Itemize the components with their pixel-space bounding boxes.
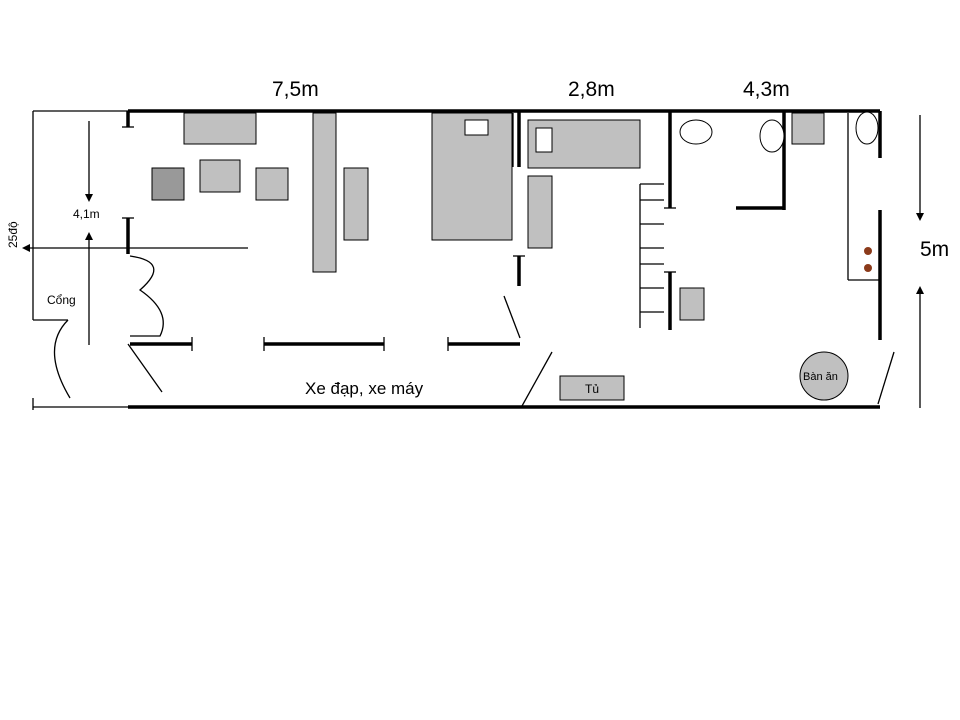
width-arrowhead-down (916, 213, 924, 221)
front-long-shelf (312, 112, 337, 273)
stove-burner-2 (864, 264, 872, 272)
width-arrowhead-up (916, 286, 924, 294)
kitchen-sink (855, 111, 879, 145)
rear-door-line (877, 351, 895, 405)
bath-cabinet (791, 112, 825, 145)
depth-arrowhead-up (85, 232, 93, 240)
middle-door-line (503, 295, 521, 339)
front-lower-door-line (127, 343, 163, 393)
cabinet-box (559, 375, 625, 401)
front-stool (151, 167, 185, 201)
dining-table-label: Bàn ăn (803, 371, 838, 383)
front-table (199, 159, 241, 193)
angle-label: 25độ (6, 221, 20, 248)
washbasin (679, 119, 713, 145)
desk-item (535, 127, 553, 153)
rear-length-label: 4,3m (743, 78, 790, 101)
bottom-diagonal-line (521, 351, 553, 407)
front-door-swing (129, 255, 164, 337)
middle-length-label: 2,8m (568, 78, 615, 101)
front-cabinet (183, 112, 257, 145)
cabinet-label: Tủ (585, 382, 599, 396)
kitchen-stool (679, 287, 705, 321)
bed-pillow (464, 119, 489, 136)
stove-burner-1 (864, 247, 872, 255)
overall-width-label: 5m (920, 238, 949, 261)
gate-label: Cổng (47, 293, 76, 307)
gate-door-swing (53, 319, 71, 399)
front-depth-label: 4,1m (73, 207, 100, 221)
depth-arrowhead-down (85, 194, 93, 202)
parking-label: Xe đạp, xe máy (305, 379, 424, 398)
toilet (759, 119, 785, 153)
front-length-label: 7,5m (272, 78, 319, 101)
angle-arrowhead (22, 244, 30, 252)
dining-table (799, 351, 849, 401)
front-side-shelf (343, 167, 369, 241)
front-chair (255, 167, 289, 201)
wardrobe (527, 175, 553, 249)
